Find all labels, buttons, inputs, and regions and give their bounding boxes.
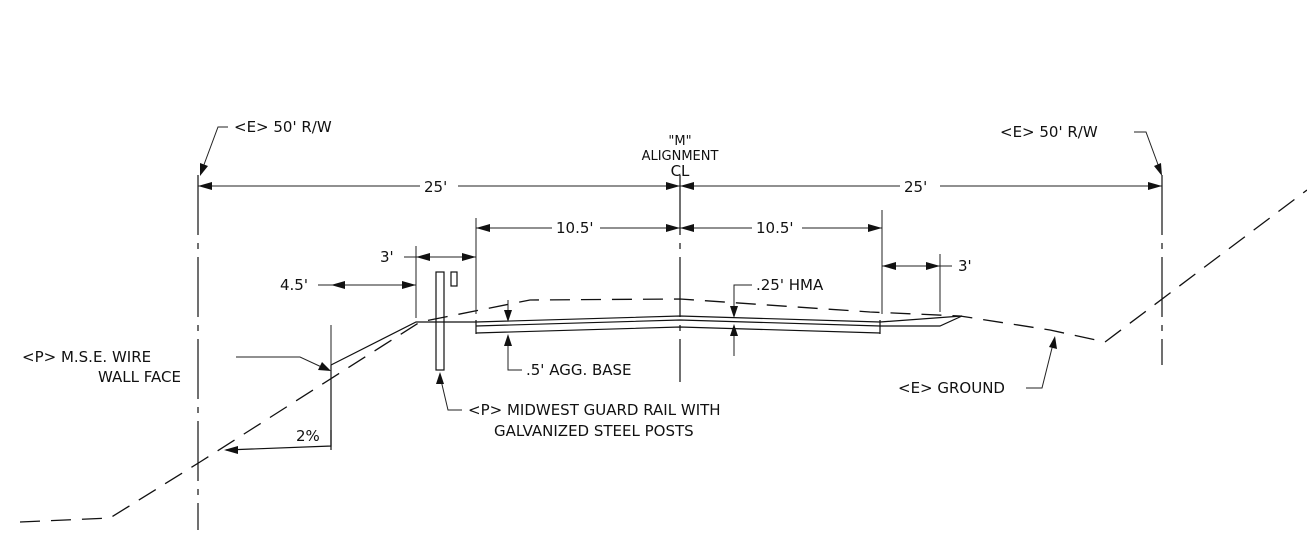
arrow-3-right-a bbox=[882, 262, 896, 270]
pavement-base-bottom bbox=[475, 326, 881, 334]
arrow-3-left-b bbox=[462, 253, 476, 261]
dim-25-right-label: 25' bbox=[904, 178, 927, 196]
arrow-4-5-a bbox=[331, 281, 345, 289]
dim-3-right-label: 3' bbox=[958, 257, 972, 275]
guardrail-rail bbox=[450, 271, 458, 287]
agg-lower-arrow bbox=[504, 334, 512, 346]
fill-slope bbox=[330, 321, 476, 366]
agg-leader bbox=[507, 336, 522, 371]
arrow-3-right-b bbox=[926, 262, 940, 270]
ground-arrow bbox=[1049, 336, 1057, 349]
alignment-m-label: "M" bbox=[668, 134, 691, 149]
rw-left-label: <E> 50' R/W bbox=[234, 118, 332, 136]
dim-25-left-label: 25' bbox=[424, 178, 447, 196]
arrow-25-l2 bbox=[666, 182, 680, 190]
existing-ground-line bbox=[19, 189, 1307, 523]
guardrail-post bbox=[435, 271, 445, 371]
guardrail-label-line2: GALVANIZED STEEL POSTS bbox=[494, 422, 694, 440]
mse-label-line1: <P> M.S.E. WIRE bbox=[22, 348, 151, 366]
ground-label: <E> GROUND bbox=[898, 379, 1005, 397]
guardrail-label-line1: <P> MIDWEST GUARD RAIL WITH bbox=[468, 401, 721, 419]
dim-10-5-left-label: 10.5' bbox=[556, 219, 594, 237]
dim-4-5-label: 4.5' bbox=[280, 276, 308, 294]
rw-right-arrow bbox=[1154, 163, 1162, 176]
mse-label-line2: WALL FACE bbox=[98, 368, 181, 386]
arrow-10-r1 bbox=[680, 224, 694, 232]
dim-3-left-label: 3' bbox=[380, 248, 394, 266]
guardrail-arrow bbox=[436, 372, 444, 384]
arrow-10-r2 bbox=[868, 224, 882, 232]
hma-arrow bbox=[730, 306, 738, 318]
pavement-hma-layer bbox=[475, 315, 881, 323]
alignment-cl-label: CL bbox=[671, 162, 690, 180]
pavement-base-top bbox=[475, 319, 881, 327]
ground-leader bbox=[1026, 339, 1055, 389]
arrow-25-l1 bbox=[198, 182, 212, 190]
arrow-10-l1 bbox=[476, 224, 490, 232]
rw-right-label: <E> 50' R/W bbox=[1000, 123, 1098, 141]
slope-indicator bbox=[225, 430, 332, 451]
hma-label: .25' HMA bbox=[756, 276, 824, 294]
arrow-4-5-b bbox=[402, 281, 416, 289]
agg-upper-arrow bbox=[504, 310, 512, 322]
right-shoulder bbox=[879, 315, 963, 327]
mse-arrow bbox=[318, 362, 331, 371]
slope-arrow bbox=[224, 446, 238, 454]
rw-left-leader bbox=[201, 126, 228, 171]
guardrail-leader bbox=[439, 375, 462, 411]
alignment-word-label: ALIGNMENT bbox=[642, 149, 719, 164]
dim-10-5-right-label: 10.5' bbox=[756, 219, 794, 237]
hma-leader bbox=[733, 284, 752, 314]
hma-lower-arrow bbox=[730, 324, 738, 336]
arrow-10-l2 bbox=[666, 224, 680, 232]
agg-label: .5' AGG. BASE bbox=[526, 361, 632, 379]
rw-left-arrow bbox=[200, 163, 208, 176]
arrow-25-r2 bbox=[1148, 182, 1162, 190]
rw-right-leader bbox=[1134, 131, 1161, 171]
arrow-25-r1 bbox=[680, 182, 694, 190]
slope-label: 2% bbox=[296, 427, 320, 445]
arrow-3-left-a bbox=[416, 253, 430, 261]
mse-leader bbox=[236, 356, 329, 371]
